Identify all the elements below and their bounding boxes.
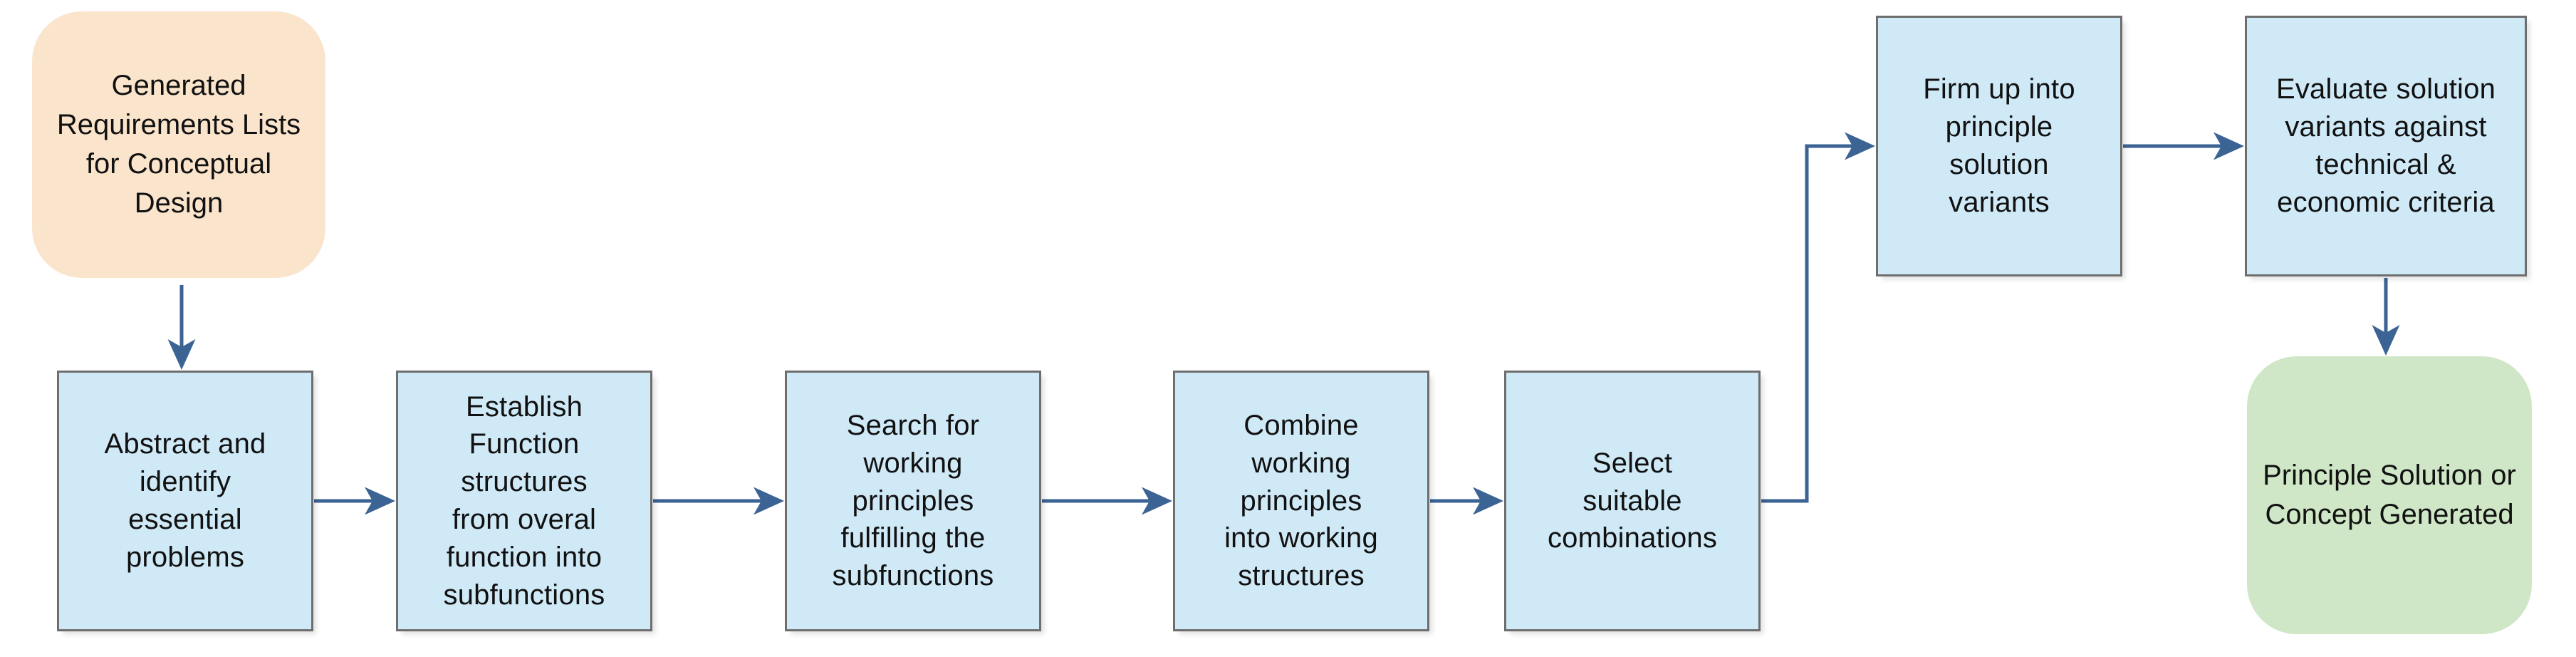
node-combine-working-principles[interactable]: Combine working principles into working … [1173,371,1429,631]
node-evaluate-solution-variants[interactable]: Evaluate solution variants against techn… [2245,16,2527,276]
node-select-suitable-combinations-label: Select suitable combinations [1547,447,1718,554]
node-firm-up-principle-solution-variants[interactable]: Firm up into principle solution variants [1876,16,2122,276]
node-firm-up-principle-solution-variants-label: Firm up into principle solution variants [1923,73,2075,218]
node-establish-function-structures-label: Establish Function structures from overa… [443,390,605,611]
node-establish-function-structures[interactable]: Establish Function structures from overa… [396,371,652,631]
node-abstract-identify[interactable]: Abstract and identify essential problems [57,371,313,631]
node-start[interactable]: Generated Requirements Lists for Concept… [32,11,325,278]
node-end-label: Principle Solution or Concept Generated [2263,459,2516,530]
edge-select-to-firmup [1761,132,1876,503]
node-evaluate-solution-variants-label: Evaluate solution variants against techn… [2275,73,2496,218]
node-start-label: Generated Requirements Lists for Concept… [56,69,301,219]
node-abstract-identify-label: Abstract and identify essential problems [104,428,266,573]
node-search-working-principles[interactable]: Search for working principles fulfilling… [785,371,1041,631]
node-select-suitable-combinations[interactable]: Select suitable combinations [1504,371,1761,631]
node-search-working-principles-label: Search for working principles fulfilling… [832,410,994,592]
node-end[interactable]: Principle Solution or Concept Generated [2247,356,2532,634]
node-combine-working-principles-label: Combine working principles into working … [1224,410,1378,592]
